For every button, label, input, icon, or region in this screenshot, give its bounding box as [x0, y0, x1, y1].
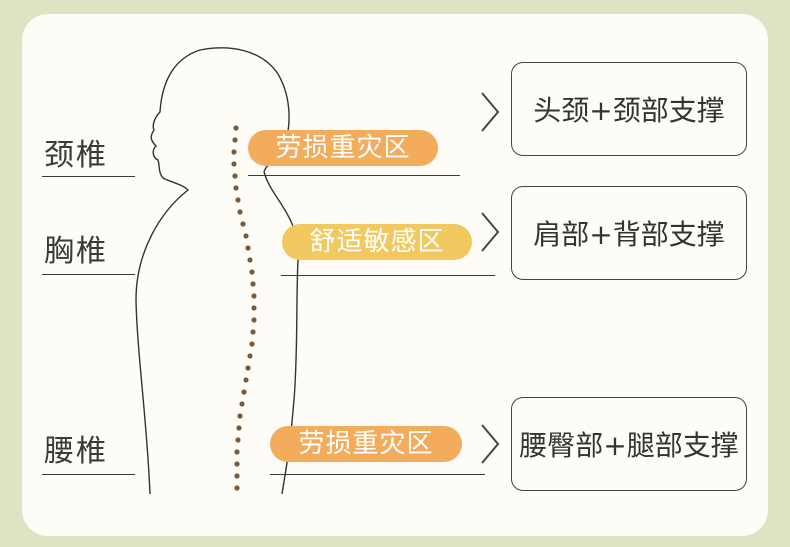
spine-dots: [231, 125, 256, 490]
support-text: 肩部+背部支撑: [533, 213, 724, 253]
divider: [270, 474, 485, 475]
divider: [42, 274, 135, 275]
divider: [281, 275, 495, 276]
zone-pill-thoracic: 舒适敏感区: [282, 224, 472, 260]
support-text: 头颈+颈部支撑: [533, 89, 724, 129]
chevron-right-icon: [478, 90, 502, 134]
support-box-cervical: 头颈+颈部支撑: [511, 62, 747, 156]
region-label-cervical: 颈椎: [44, 130, 108, 174]
chevron-right-icon: [478, 210, 502, 254]
divider: [42, 474, 135, 475]
zone-pill-cervical: 劳损重灾区: [248, 130, 438, 166]
region-label-thoracic: 胸椎: [44, 226, 108, 270]
divider: [42, 176, 135, 177]
support-box-thoracic: 肩部+背部支撑: [511, 186, 747, 280]
divider: [248, 175, 460, 176]
support-box-lumbar: 腰臀部+腿部支撑: [511, 397, 747, 491]
chevron-right-icon: [478, 422, 502, 466]
region-label-lumbar: 腰椎: [44, 426, 108, 470]
zone-pill-lumbar: 劳损重灾区: [270, 426, 462, 462]
support-text: 腰臀部+腿部支撑: [519, 424, 738, 464]
